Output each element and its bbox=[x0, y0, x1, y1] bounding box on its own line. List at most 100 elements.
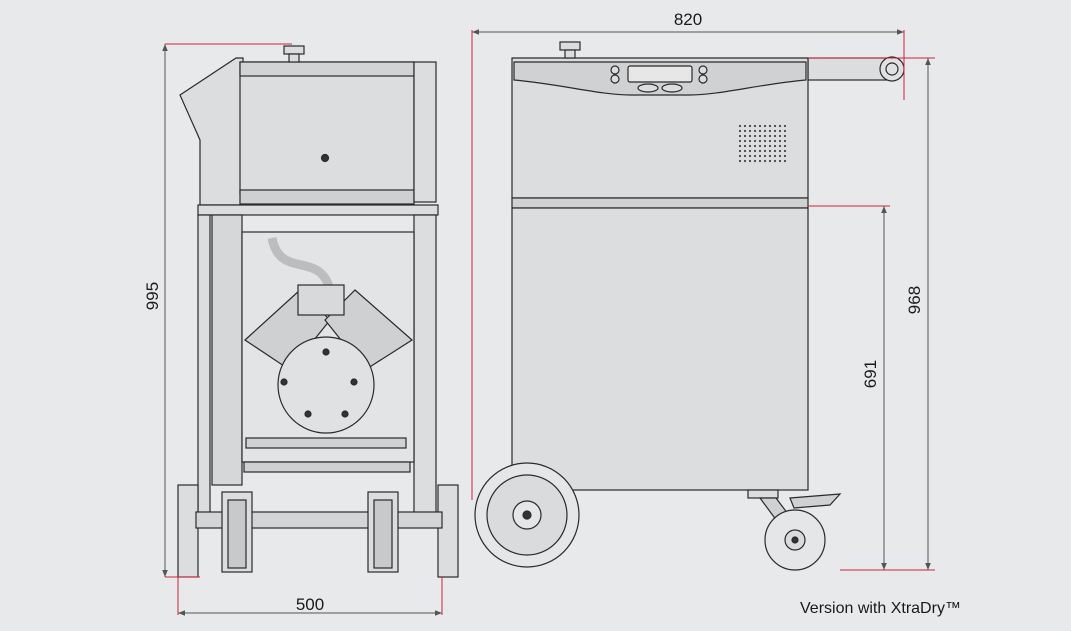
vent-hole bbox=[753, 129, 757, 133]
vent-hole bbox=[753, 134, 757, 138]
side-upper-housing bbox=[239, 61, 415, 195]
vent-hole bbox=[783, 139, 787, 143]
front-button bbox=[610, 65, 620, 75]
side-top-neck bbox=[288, 53, 300, 63]
vent-hole bbox=[748, 124, 752, 128]
side-front-wheel-left bbox=[177, 484, 199, 578]
side-lower-rail bbox=[239, 189, 415, 205]
front-separator bbox=[511, 197, 809, 209]
vent-hole bbox=[783, 159, 787, 163]
front-button bbox=[661, 83, 683, 93]
vent-hole bbox=[763, 139, 767, 143]
vent-hole bbox=[743, 144, 747, 148]
compressor-bolt bbox=[350, 378, 358, 386]
vent-hole bbox=[783, 154, 787, 158]
dim-label-width-top: 820 bbox=[674, 10, 702, 29]
vent-hole bbox=[768, 144, 772, 148]
front-button bbox=[698, 74, 708, 84]
vent-hole bbox=[753, 159, 757, 163]
compressor-hose bbox=[267, 236, 335, 292]
vent-hole bbox=[748, 154, 752, 158]
front-large-wheel-axle bbox=[522, 510, 532, 520]
vent-hole bbox=[758, 139, 762, 143]
vent-hole bbox=[763, 134, 767, 138]
vent-hole bbox=[758, 144, 762, 148]
vent-hole bbox=[738, 149, 742, 153]
vent-hole bbox=[763, 154, 767, 158]
vent-hole bbox=[778, 159, 782, 163]
front-caster-brake bbox=[789, 493, 842, 509]
front-button bbox=[698, 65, 708, 75]
front-top-neck bbox=[564, 49, 576, 59]
front-view bbox=[474, 41, 905, 571]
vent-hole bbox=[748, 139, 752, 143]
vent-hole bbox=[738, 144, 742, 148]
vent-hole bbox=[773, 144, 777, 148]
front-display bbox=[627, 65, 693, 83]
side-handle-panel bbox=[179, 57, 244, 206]
vent-hole bbox=[783, 144, 787, 148]
vent-hole bbox=[768, 149, 772, 153]
vent-hole bbox=[773, 134, 777, 138]
side-frame-left-panel bbox=[211, 214, 243, 486]
vent-hole bbox=[763, 159, 767, 163]
caption: Version with XtraDry™ bbox=[800, 600, 961, 617]
vent-hole bbox=[753, 144, 757, 148]
vent-hole bbox=[753, 124, 757, 128]
vent-hole bbox=[743, 134, 747, 138]
side-caster-right-wheel bbox=[373, 499, 393, 569]
vent-hole bbox=[763, 129, 767, 133]
front-handle-bar bbox=[807, 57, 891, 81]
vent-hole bbox=[763, 149, 767, 153]
vent-hole bbox=[778, 149, 782, 153]
vent-hole bbox=[753, 149, 757, 153]
compressor-bolt bbox=[280, 378, 288, 386]
vent-hole bbox=[778, 124, 782, 128]
front-handle-knob-inner bbox=[885, 62, 899, 76]
front-caster-axle bbox=[791, 536, 799, 544]
vent-hole bbox=[768, 154, 772, 158]
vent-hole bbox=[743, 149, 747, 153]
vent-hole bbox=[768, 159, 772, 163]
compressor-head bbox=[297, 284, 345, 316]
compressor-crankcase bbox=[277, 336, 375, 434]
side-caster-left-wheel bbox=[227, 499, 247, 569]
compressor-bolt bbox=[322, 348, 330, 356]
vent-hole bbox=[738, 129, 742, 133]
vent-hole bbox=[758, 159, 762, 163]
side-frame-right bbox=[413, 214, 437, 516]
vent-hole bbox=[773, 149, 777, 153]
vent-hole bbox=[763, 124, 767, 128]
compressor-bolt bbox=[304, 410, 312, 418]
vent-hole bbox=[778, 139, 782, 143]
side-housing-screw bbox=[320, 153, 330, 163]
side-top-cap bbox=[283, 45, 305, 55]
side-top-lid bbox=[239, 61, 415, 77]
vent-hole bbox=[743, 139, 747, 143]
side-frame-left bbox=[197, 214, 211, 516]
vent-hole bbox=[748, 144, 752, 148]
vent-hole bbox=[768, 139, 772, 143]
vent-hole bbox=[743, 124, 747, 128]
vent-hole bbox=[758, 124, 762, 128]
vent-hole bbox=[758, 129, 762, 133]
vent-hole bbox=[763, 144, 767, 148]
vent-hole bbox=[768, 134, 772, 138]
vent-hole bbox=[768, 124, 772, 128]
vent-hole bbox=[738, 159, 742, 163]
vent-hole bbox=[783, 129, 787, 133]
vent-hole bbox=[738, 154, 742, 158]
vent-hole bbox=[773, 154, 777, 158]
vent-hole bbox=[773, 124, 777, 128]
vent-hole bbox=[743, 154, 747, 158]
dim-label-height-base: 691 bbox=[861, 360, 880, 388]
dim-label-width-bottom: 500 bbox=[296, 595, 324, 614]
vent-hole bbox=[768, 129, 772, 133]
vent-hole bbox=[748, 159, 752, 163]
vent-hole bbox=[783, 134, 787, 138]
compressor-bolt bbox=[341, 410, 349, 418]
side-frame-top bbox=[197, 204, 439, 216]
vent-hole bbox=[738, 139, 742, 143]
